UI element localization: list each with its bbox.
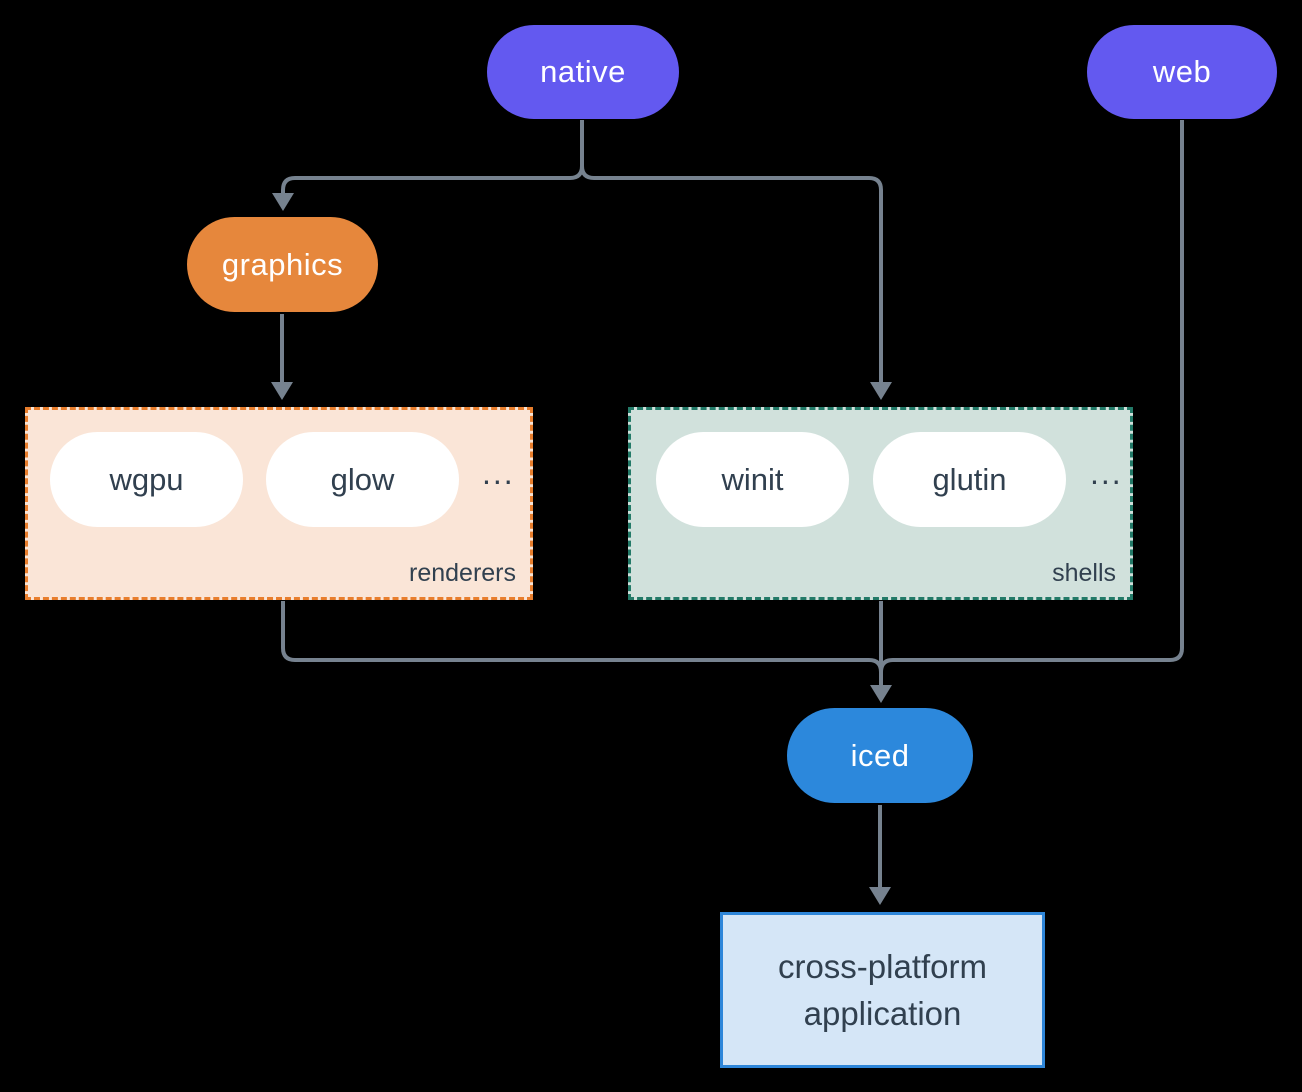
group-shells: winit glutin ... shells xyxy=(628,407,1133,600)
edge-renderers-iced xyxy=(281,601,883,676)
group-shells-label: shells xyxy=(1052,559,1116,587)
app-label-line1: cross-platform xyxy=(777,948,988,985)
node-cross-platform-application: cross-platform application xyxy=(720,912,1045,1068)
node-iced: iced xyxy=(787,708,973,803)
node-graphics-label: graphics xyxy=(221,246,344,282)
renderers-ellipsis: ... xyxy=(482,455,515,491)
pill-glow: glow xyxy=(266,432,459,527)
arrowhead-iced xyxy=(870,685,892,703)
pill-glutin: glutin xyxy=(873,432,1066,527)
node-iced-label: iced xyxy=(850,737,910,773)
group-renderers-label: renderers xyxy=(409,559,516,587)
group-shells-items: winit glutin ... xyxy=(656,432,1123,527)
group-renderers: wgpu glow ... renderers xyxy=(25,407,533,600)
node-native: native xyxy=(487,25,679,119)
group-renderers-items: wgpu glow ... xyxy=(50,432,515,527)
edge-native-graphics xyxy=(281,120,584,193)
pill-glow-label: glow xyxy=(330,461,395,497)
pill-winit-label: winit xyxy=(721,461,784,497)
pill-winit: winit xyxy=(656,432,849,527)
node-native-label: native xyxy=(540,54,626,89)
pill-wgpu: wgpu xyxy=(50,432,243,527)
shells-ellipsis: ... xyxy=(1090,455,1123,491)
edge-native-shells xyxy=(580,120,883,383)
arrowhead-graphics xyxy=(272,193,294,211)
pill-wgpu-label: wgpu xyxy=(109,461,184,497)
arrowhead-renderers xyxy=(271,382,293,400)
app-label-line2: application xyxy=(803,995,962,1032)
node-web: web xyxy=(1087,25,1277,119)
node-web-label: web xyxy=(1152,54,1212,89)
pill-glutin-label: glutin xyxy=(932,461,1007,497)
arrowhead-app xyxy=(869,887,891,905)
arrowhead-shells xyxy=(870,382,892,400)
node-graphics: graphics xyxy=(187,217,378,312)
